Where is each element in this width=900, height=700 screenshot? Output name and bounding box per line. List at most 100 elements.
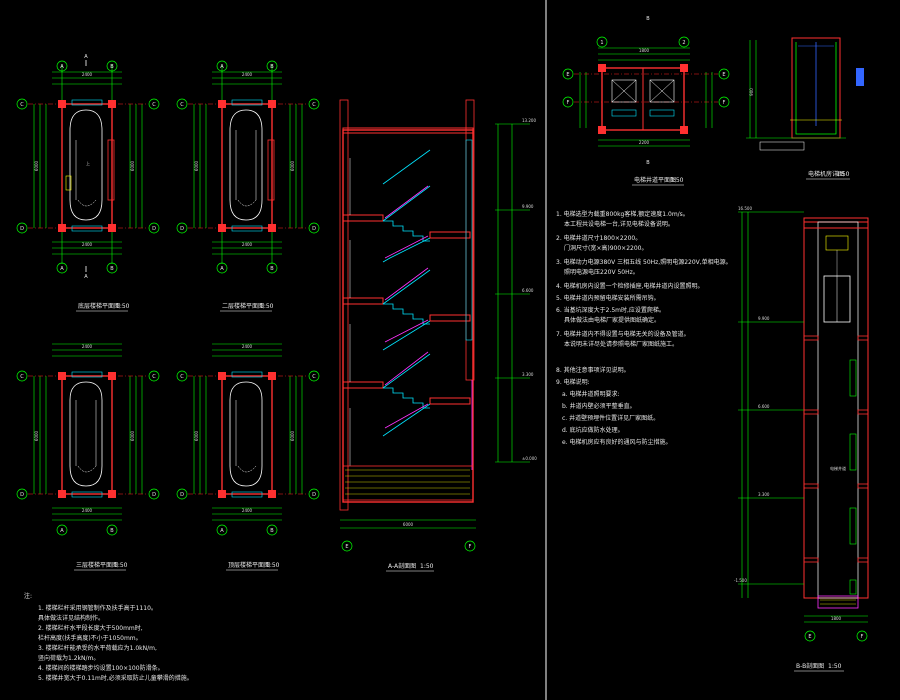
caption-plan-4: 顶层楼梯平面图 [228, 561, 270, 569]
axis-bubble: F [567, 100, 570, 106]
scale-plan-3: 1:50 [114, 562, 128, 569]
note-line: 竖向荷载为1.2kN/m。 [38, 654, 99, 662]
note-line: 6. 当基坑深度大于2.5m时,应设置爬梯。 [556, 306, 665, 314]
elevator-machine-room: 900 电梯机房详图 1:50 [746, 37, 864, 180]
dimension-text: 2400 [242, 72, 253, 77]
dimension-text: 2400 [242, 508, 253, 513]
axis-bubble: B [270, 266, 274, 272]
stair-plan-1: A A A B A B C D C D 2400 2400 6000 6000 … [16, 54, 160, 312]
scale-plan-1: 1:50 [116, 303, 130, 310]
elevation-text: 16.500 [738, 206, 752, 211]
axis-bubble: B [110, 64, 114, 70]
note-line: 5. 楼梯井宽大于0.11m时,必须采取防止儿童攀滑的措施。 [38, 674, 193, 682]
axis-bubble: A [60, 64, 64, 70]
notes-title: 注: [24, 592, 32, 600]
note-line: 8. 其他注意事项详见说明。 [556, 366, 630, 374]
axis-bubble: C [180, 374, 184, 380]
scale-plan-4: 1:50 [266, 562, 280, 569]
note-line: 7. 电梯井道内不得设置与电梯无关的设备及管道。 [556, 330, 690, 338]
caption-plan-2: 二层楼梯平面图 [222, 302, 264, 310]
axis-bubble: D [312, 226, 316, 232]
dimension-text: 2200 [639, 140, 650, 145]
scale-elevator-plan: 1:50 [670, 177, 684, 184]
note-line: 2. 楼梯栏杆水平段长度大于500mm时, [38, 624, 143, 632]
left-notes: 注: 1. 楼梯栏杆采用钢管制作及扶手高于1110。 具体做法详见结构制作。 2… [24, 592, 193, 682]
cut-mark-a-top: A [84, 54, 88, 60]
elevation-text: 13.200 [522, 118, 536, 123]
axis-bubble: B [270, 528, 274, 534]
axis-bubble: 1 [600, 40, 603, 46]
axis-bubble: D [152, 226, 156, 232]
dimension-text: 6000 [194, 160, 199, 171]
dimension-text: 6000 [290, 430, 295, 441]
axis-bubble: D [180, 226, 184, 232]
note-line: 照明电源电压220V 50Hz。 [564, 268, 639, 276]
dimension-text: 6000 [34, 160, 39, 171]
stair-up-label: 上 [86, 160, 90, 166]
note-line: 4. 楼梯间的楼梯踏步均设置100×100防滑条。 [38, 664, 164, 672]
stair-plan-4: C D C D A B 2400 2400 6000 6000 顶层楼梯平面图 … [176, 343, 320, 571]
axis-bubble: C [180, 102, 184, 108]
dimension-text: 6000 [290, 160, 295, 171]
stair-section-aa: 13.200 9.900 6.600 3.300 ±0.000 6000 E F… [339, 99, 537, 572]
stair-plan-3: C D C D A B 2400 2400 6000 6000 三层楼梯平面图 … [16, 343, 160, 571]
caption-elevator-plan: 电梯井道平面图 [634, 176, 676, 184]
caption-machine-room: 电梯机房详图 [808, 170, 844, 178]
note-line: 1. 楼梯栏杆采用钢管制作及扶手高于1110。 [38, 604, 157, 612]
axis-bubble: C [152, 102, 156, 108]
stair-plan-2: A B A B C D C D 2400 2400 6000 6000 二层楼梯… [176, 60, 320, 312]
axis-bubble: C [312, 102, 316, 108]
note-line: b. 井道内壁必须平整垂直。 [562, 402, 636, 410]
dimension-text: 2400 [82, 72, 93, 77]
note-line: 3. 楼梯栏杆能承受的水平荷载应为1.0kN/m, [38, 644, 157, 652]
note-line: d. 底坑应做防水处理。 [562, 426, 624, 434]
cut-mark-b: B [646, 16, 650, 22]
axis-bubble: 2 [682, 40, 685, 46]
axis-bubble: F [861, 634, 864, 640]
axis-bubble: C [312, 374, 316, 380]
right-notes: 1. 电梯选型为载重800kg客梯,额定速度1.0m/s。 本工程共设电梯一台,… [556, 210, 732, 446]
note-line: c. 井道壁预埋件位置详见厂家图纸。 [562, 414, 659, 422]
dimension-text: 1800 [831, 616, 842, 621]
elevator-shaft-plan: E F E F 1 2 B B 1800 2200 电梯井道平面图 1:50 [562, 16, 730, 186]
note-line: 5. 电梯井道内预留电梯安装所需吊钩。 [556, 294, 660, 302]
note-line: 具体做法由电梯厂家提供图纸确定。 [564, 316, 660, 324]
axis-bubble: A [60, 266, 64, 272]
note-line: 4. 电梯机房内设置一个检修插座,电梯井道内设置照明。 [556, 282, 704, 290]
axis-bubble: F [469, 544, 472, 550]
axis-bubble: D [20, 492, 24, 498]
dimension-text: 2400 [242, 344, 253, 349]
axis-bubble: D [152, 492, 156, 498]
dimension-text: 900 [749, 88, 754, 96]
dimension-text: 1800 [639, 48, 650, 53]
elevation-text: 9.900 [522, 204, 534, 209]
axis-bubble: F [723, 100, 726, 106]
note-line: 3. 电梯动力电源380V 三相五线 50Hz,照明电源220V,单相电源。 [556, 258, 732, 266]
elevation-text: 3.300 [758, 492, 770, 497]
elevation-text: 6.600 [758, 404, 770, 409]
elevation-text: 3.300 [522, 372, 534, 377]
axis-bubble: C [20, 374, 24, 380]
note-line: 栏杆高度(扶手高度)不小于1050mm。 [38, 634, 142, 642]
axis-bubble: A [220, 266, 224, 272]
note-line: e. 电梯机房应有良好的通风与防尘措施。 [562, 438, 672, 446]
axis-bubble: A [220, 64, 224, 70]
note-line: 本工程共设电梯一台,详见电梯设备说明。 [564, 220, 674, 228]
cut-mark-a-bottom: A [84, 274, 88, 280]
note-line: a. 电梯井道照明要求: [562, 390, 620, 398]
dimension-text: 6000 [403, 522, 414, 527]
dimension-text: 2400 [82, 344, 93, 349]
note-line: 本说明未详尽处请参照电梯厂家图纸施工。 [564, 340, 678, 348]
elevation-text: 6.600 [522, 288, 534, 293]
elevation-text: ±0.000 [522, 456, 537, 461]
note-line: 具体做法详见结构制作。 [38, 614, 104, 622]
dimension-text: 6000 [34, 430, 39, 441]
axis-bubble: B [270, 64, 274, 70]
scale-plan-2: 1:50 [260, 303, 274, 310]
axis-bubble: D [20, 226, 24, 232]
dimension-text: 2400 [82, 508, 93, 513]
elevator-section-bb: 16.500 9.900 6.600 3.300 -1.500 1800 电梯井… [734, 206, 869, 672]
scale-section-aa: 1:50 [420, 563, 434, 570]
axis-bubble: A [220, 528, 224, 534]
